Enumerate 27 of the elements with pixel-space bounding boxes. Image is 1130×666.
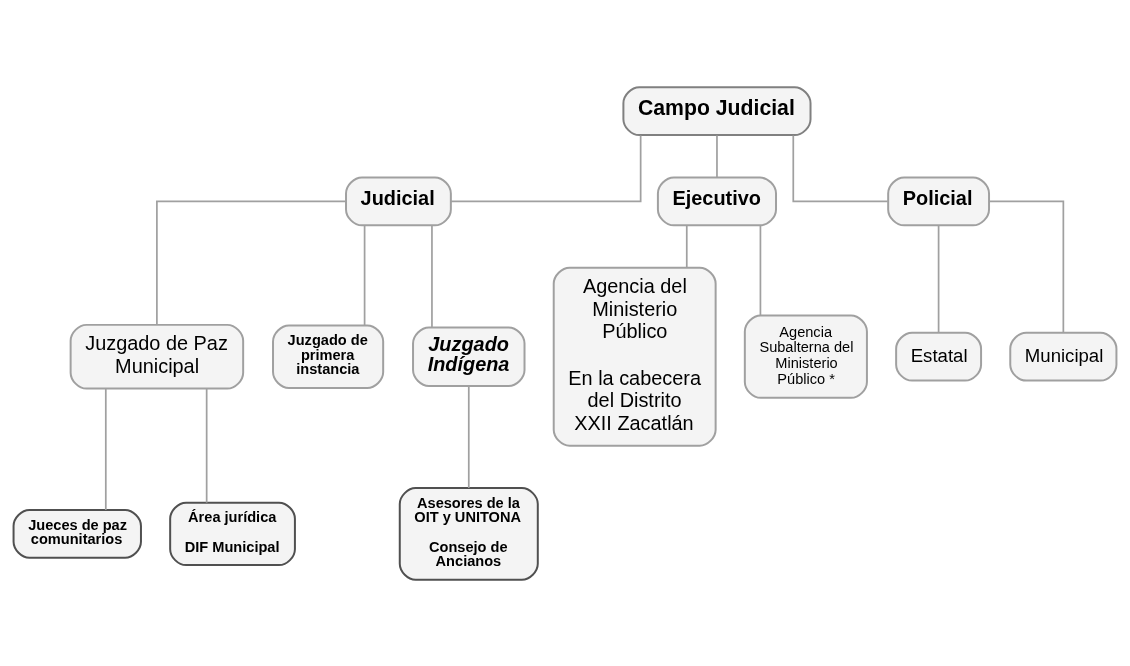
node-box: Municipal	[1009, 331, 1118, 382]
connector	[104, 387, 107, 511]
node-box: Juzgado de primera instancia	[272, 324, 385, 389]
node-box: Jueces de paz comunitarios	[12, 508, 142, 559]
node-box: Agencia del Ministerio Público En la cabecera del Distrito XXII Zacatlán	[552, 266, 717, 447]
node-box: Asesores de la OIT y UNITONA Consejo de Ancianos	[398, 486, 539, 581]
node-box: Ejecutivo	[656, 176, 777, 226]
connector	[988, 200, 1065, 334]
connector	[156, 200, 347, 325]
connector	[685, 224, 688, 268]
node-box: Estatal	[895, 331, 983, 382]
connector	[205, 387, 208, 503]
node-box: Agencia Subalterna del Ministerio Público *	[743, 314, 868, 399]
node-box: Policial	[887, 176, 991, 226]
connector	[431, 224, 433, 328]
node-box: Área jurídica DIF Municipal	[169, 501, 296, 566]
connector	[937, 224, 940, 333]
connector	[363, 224, 366, 326]
connector	[467, 384, 470, 489]
node-box: Campo Judicial	[622, 85, 812, 136]
node-box: Judicial	[345, 176, 452, 226]
connector	[792, 134, 889, 202]
connector	[759, 224, 762, 316]
node-box: Juzgado Indígena	[412, 326, 526, 387]
connector	[450, 134, 642, 202]
node-box: Juzgado de Paz Municipal	[69, 323, 245, 390]
connector	[716, 134, 718, 178]
